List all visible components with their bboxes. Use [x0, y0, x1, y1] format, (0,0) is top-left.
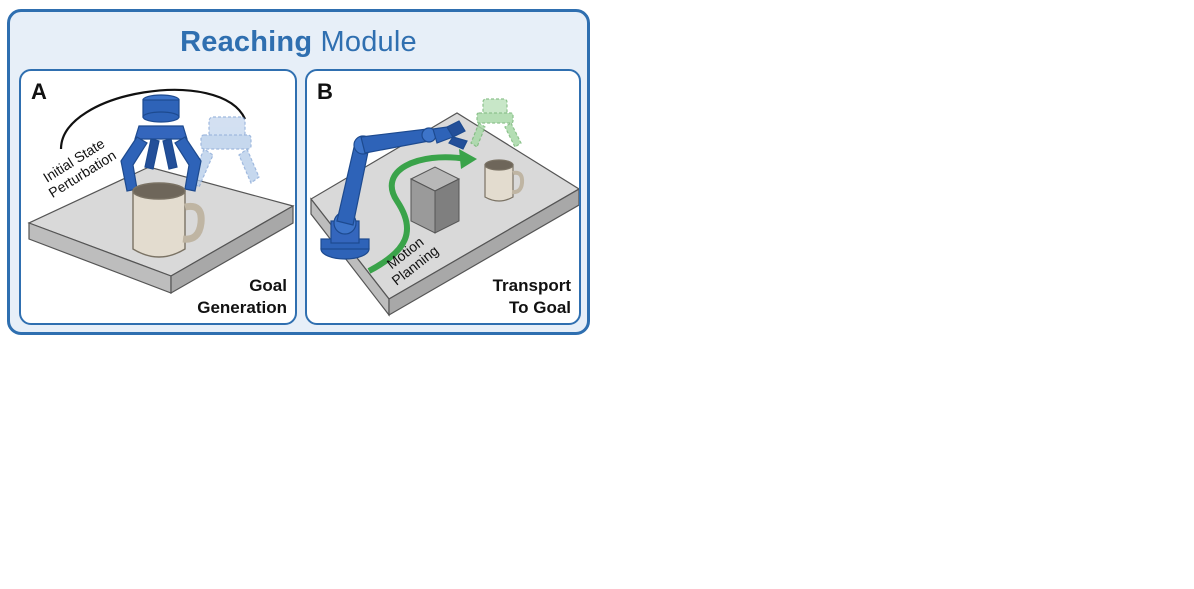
panel-a-caption: Goal Generation	[197, 275, 287, 319]
panel-a-caption-line2: Generation	[197, 298, 287, 317]
panel-b-illustration	[310, 98, 579, 317]
panel-goal-generation: A Initial State Perturbation Goal Genera…	[19, 69, 297, 325]
mug	[484, 159, 525, 202]
reaching-module-figure: Reaching Module	[7, 9, 590, 335]
panel-b-caption-line2: To Goal	[508, 298, 571, 317]
motion-path-arrowhead	[459, 149, 477, 169]
ghost-gripper	[190, 116, 260, 188]
panel-a-illustration	[27, 88, 295, 295]
perturbation-arc	[59, 88, 247, 150]
robot-gripper	[120, 94, 202, 192]
table-front-right	[388, 188, 579, 317]
goal-gripper	[470, 98, 522, 148]
figure-title: Reaching Module	[10, 26, 587, 59]
panel-b-caption: Transport To Goal	[493, 275, 571, 319]
panel-transport-to-goal: B Motion Planning Transport To Goal	[305, 69, 581, 325]
panel-a-letter: A	[31, 79, 47, 104]
robot-arm	[320, 120, 468, 260]
box-obstacle	[409, 166, 461, 234]
title-bold: Reaching	[180, 26, 313, 58]
panel-a-caption-line1: Goal	[249, 276, 287, 295]
panel-b-letter: B	[317, 79, 333, 104]
motion-path	[367, 154, 468, 274]
table-front-right	[170, 204, 294, 295]
title-rest: Module	[320, 26, 417, 58]
mug	[132, 182, 205, 258]
panel-b-caption-line1: Transport	[492, 276, 571, 295]
